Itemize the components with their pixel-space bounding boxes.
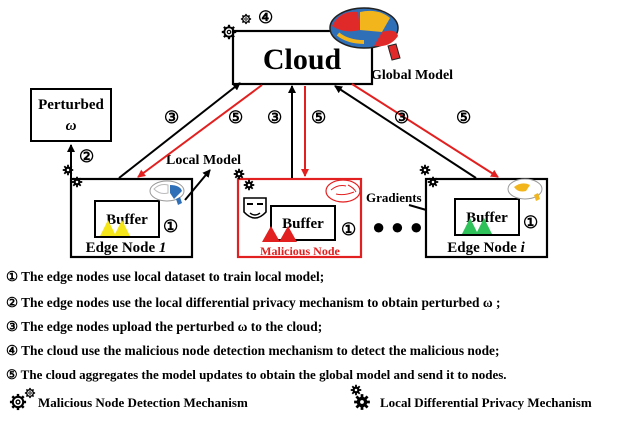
edge-node-i-badge: ① <box>523 213 538 232</box>
edge-node-i-brain-icon <box>507 178 543 201</box>
legend-privacy: Local Differential Privacy Mechanism <box>380 395 592 410</box>
edge-node-i-gear-icon <box>418 163 432 177</box>
cloud-gear-icon <box>220 23 238 41</box>
malicious-node-buffer-label: Buffer <box>282 216 324 232</box>
send-arrow-right <box>351 83 499 178</box>
upload-step-right: ③ <box>394 108 409 127</box>
edge-node-1-label-var: 1 <box>159 240 167 256</box>
global-model-label: Global Model <box>371 68 453 83</box>
edge-node-1-label-prefix: Edge Node <box>86 240 159 256</box>
step-3: ③ The edge nodes upload the perturbed ω … <box>6 319 323 334</box>
cloud-badge: ④ <box>258 8 273 27</box>
upload-step-left: ③ <box>164 108 179 127</box>
perturb-step-label: ② <box>79 147 94 166</box>
privacy-legend-icon <box>349 383 372 412</box>
cloud-gear-icon-small <box>240 13 252 25</box>
legend-malicious-detection: Malicious Node Detection Mechanism <box>38 395 248 410</box>
perturbed-omega: ω <box>66 118 77 134</box>
edge-node-1-gear-icon-2 <box>70 175 84 189</box>
malicious-node-data-triangle <box>279 226 297 242</box>
edge-node-1-buffer-label: Buffer <box>106 212 148 228</box>
upload-arrow-right <box>334 85 477 179</box>
edge-node-i-gear-icon-2 <box>426 175 440 189</box>
malicious-node-buffer <box>270 205 336 241</box>
step-1: ① The edge nodes use local dataset to tr… <box>6 269 325 284</box>
edge-node-1-brain-icon <box>149 180 185 205</box>
step-4: ④ The cloud use the malicious node detec… <box>6 343 500 358</box>
edge-node-1-gear-icon <box>61 163 75 177</box>
edge-node-1-badge: ① <box>163 217 178 236</box>
malicious-node-gear-icon <box>232 167 246 181</box>
local-model-arrow <box>184 169 211 201</box>
malicious-detection-legend-icon <box>8 387 36 412</box>
step-2: ② The edge nodes use the local different… <box>6 295 501 310</box>
send-arrow-left <box>137 84 263 178</box>
malicious-node-label: Malicious Node <box>260 244 340 258</box>
edge-node-i-data-triangle <box>476 218 492 234</box>
more-nodes-ellipsis: ● ● ● <box>372 214 423 239</box>
edge-node-i-label-var: i <box>521 240 526 256</box>
malicious-node-data-triangle <box>262 226 280 242</box>
local-model-label: Local Model <box>166 153 241 168</box>
upload-arrow-left <box>118 82 241 179</box>
malicious-node-gear-icon-2 <box>242 178 256 192</box>
send-step-left: ⑤ <box>228 108 243 127</box>
perturbed-box <box>30 88 112 142</box>
send-step-right: ⑤ <box>456 108 471 127</box>
edge-node-1-label: Edge Node 1 <box>86 240 167 256</box>
edge-node-1-data-triangle <box>100 220 116 236</box>
malicious-node-brain-icon <box>325 179 361 203</box>
send-step-mid: ⑤ <box>311 108 326 127</box>
edge-node-i-label-prefix: Edge Node <box>447 240 520 256</box>
step-5: ⑤ The cloud aggregates the model updates… <box>6 367 507 382</box>
perturbed-label: Perturbed <box>38 97 104 113</box>
global-brain-icon <box>329 7 401 61</box>
gradients-label: Gradients <box>366 190 422 205</box>
malicious-node-badge: ① <box>341 220 356 239</box>
edge-node-1-data-triangle <box>114 220 130 236</box>
edge-node-i-label: Edge Node i <box>447 240 525 256</box>
edge-node-i-data-triangle <box>462 218 478 234</box>
malicious-mask-icon <box>243 197 267 219</box>
cloud-label: Cloud <box>263 43 342 76</box>
upload-step-mid: ③ <box>267 108 282 127</box>
edge-node-i-buffer-label: Buffer <box>466 210 508 226</box>
